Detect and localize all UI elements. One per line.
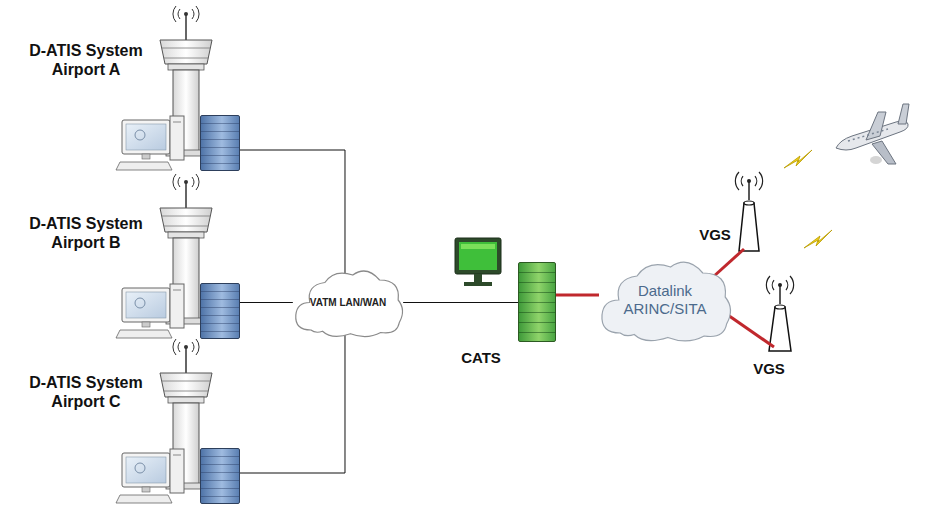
aircraft xyxy=(836,104,909,164)
atis-server: D-ATIS System Airport B xyxy=(200,283,240,339)
node-text: Datalink ARINC/SITA xyxy=(615,282,715,318)
station-c xyxy=(116,339,212,503)
node-label: CATS xyxy=(451,349,511,367)
network-line xyxy=(240,302,293,303)
datalink-line xyxy=(725,313,774,347)
aircraft-shadow xyxy=(870,156,882,164)
vgs-antenna-1 xyxy=(735,172,762,251)
tail-fin xyxy=(898,104,909,124)
antenna-top xyxy=(775,305,785,309)
monitor-stand xyxy=(474,274,482,282)
antenna-body xyxy=(739,203,759,251)
network-line xyxy=(240,150,345,273)
monitor-screen xyxy=(459,242,497,270)
label-holder: VGS xyxy=(749,360,789,378)
vgs-antenna-2 xyxy=(766,276,793,351)
antenna-mast xyxy=(748,181,750,200)
station-a xyxy=(116,6,212,170)
station-b xyxy=(116,174,212,338)
antenna-tip xyxy=(747,179,751,183)
antenna-mast xyxy=(779,285,781,304)
cloud-shape xyxy=(602,262,731,341)
datalink-line xyxy=(713,249,744,277)
label-holder: CATS xyxy=(451,349,511,367)
label-holder: D-ATIS System Airport C xyxy=(16,373,156,411)
monitor-foot xyxy=(464,282,492,286)
cloud-shape xyxy=(296,271,403,337)
network-line xyxy=(240,335,345,473)
datalink-cloud: Datalink ARINC/SITA xyxy=(595,255,735,345)
wing xyxy=(866,112,886,140)
network-cloud: VATM LAN/WAN xyxy=(290,265,406,340)
windows xyxy=(848,129,888,141)
node-label: D-ATIS System Airport A xyxy=(16,41,156,79)
radio-bolt xyxy=(784,150,812,168)
wing xyxy=(872,141,896,164)
antenna-tip xyxy=(778,283,782,287)
label-holder: VGS xyxy=(696,226,734,244)
network-line xyxy=(403,302,518,303)
label-holder: D-ATIS System Airport B xyxy=(16,214,156,252)
cats-server: CATS xyxy=(518,262,556,342)
antenna-top xyxy=(744,201,754,205)
node-text: VATM LAN/WAN xyxy=(310,297,386,309)
vgs-station: VGS xyxy=(738,196,760,252)
monitor-frame xyxy=(455,238,501,274)
atis-server: D-ATIS System Airport A xyxy=(200,115,240,171)
radio-bolt xyxy=(804,230,832,248)
node-label: VGS xyxy=(749,360,789,378)
label-holder: D-ATIS System Airport A xyxy=(16,41,156,79)
node-label: VGS xyxy=(696,226,734,244)
vgs-station: VGS xyxy=(768,300,792,352)
atis-server: D-ATIS System Airport C xyxy=(200,448,240,504)
node-label: D-ATIS System Airport C xyxy=(16,373,156,411)
screen-bar xyxy=(461,244,495,249)
node-label: D-ATIS System Airport B xyxy=(16,214,156,252)
cats-monitor xyxy=(455,238,501,286)
datalink-line xyxy=(556,294,599,297)
